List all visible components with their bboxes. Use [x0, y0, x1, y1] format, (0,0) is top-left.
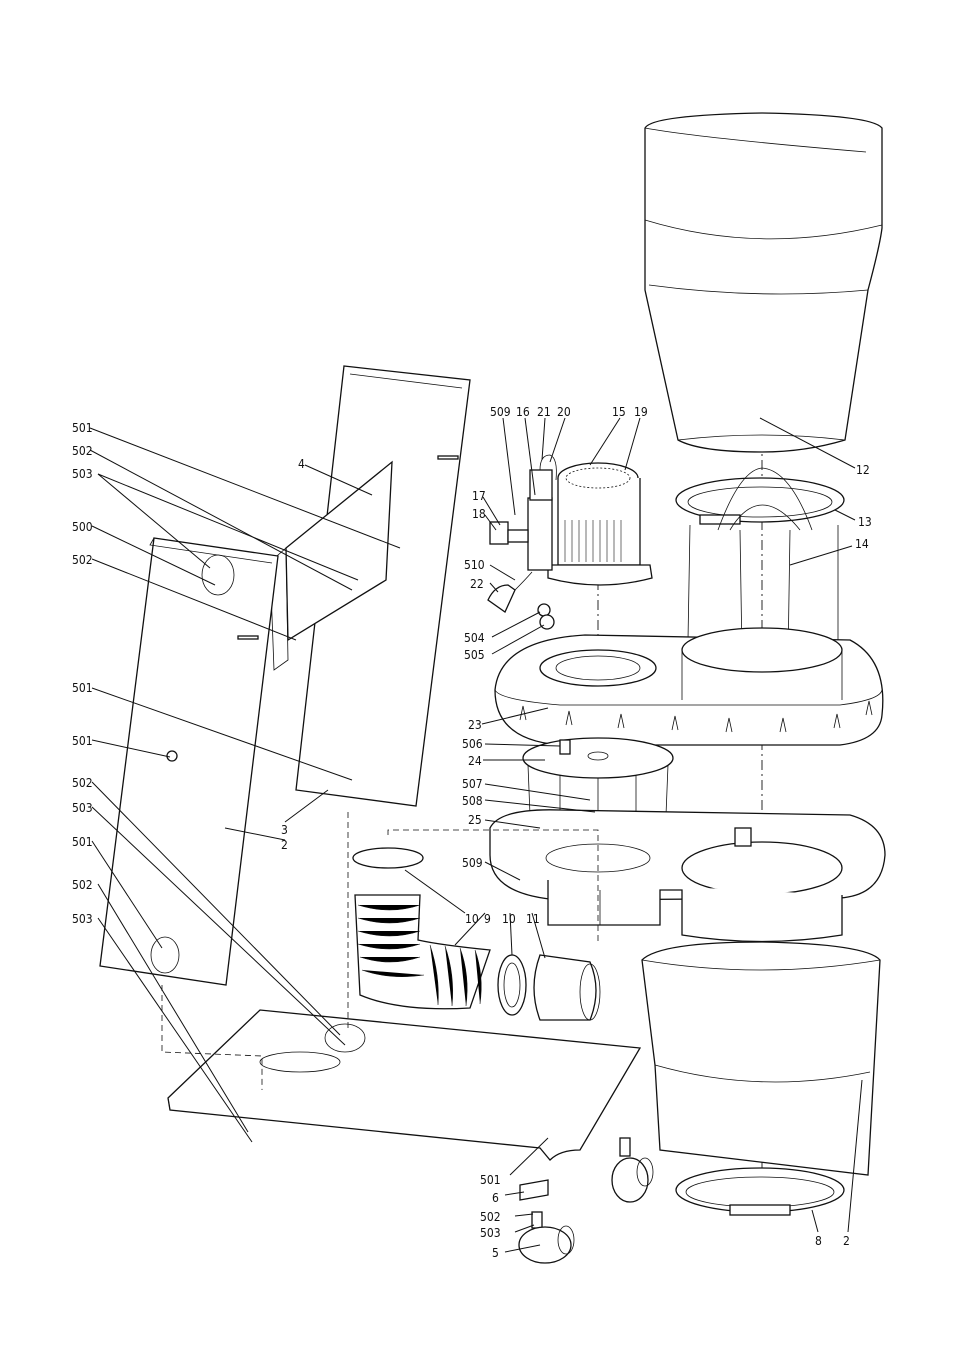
hose-adapter-11: [534, 955, 600, 1020]
callout-509-bottom: 509: [462, 856, 483, 870]
callout-13: 13: [858, 515, 872, 529]
callout-12: 12: [856, 463, 870, 477]
caster-rear: [612, 1138, 653, 1202]
callout-510: 510: [464, 558, 485, 572]
callout-509-top: 509: [490, 405, 511, 419]
callout-502-e: 502: [480, 1210, 501, 1224]
fan-housing-top-23: [495, 628, 883, 745]
flexible-hose-9: [353, 848, 490, 1009]
side-panel-upper: [270, 366, 470, 806]
callout-503-d: 503: [480, 1226, 501, 1240]
callout-503-c: 503: [72, 912, 93, 926]
callout-6: 6: [492, 1191, 499, 1205]
callout-508: 508: [462, 794, 483, 808]
callout-24: 24: [468, 754, 482, 768]
callout-501-a: 501: [72, 421, 93, 435]
callout-503-a: 503: [72, 467, 93, 481]
callout-3: 3: [281, 823, 288, 837]
callout-21: 21: [537, 405, 551, 419]
callout-502-a: 502: [72, 444, 93, 458]
callout-503-b: 503: [72, 801, 93, 815]
band-clamp-8: [676, 1168, 844, 1215]
callout-18: 18: [472, 507, 486, 521]
callout-10-b: 10: [502, 912, 516, 926]
callout-25: 25: [468, 813, 482, 827]
callout-9: 9: [484, 912, 491, 926]
callout-2-bag: 2: [843, 1234, 850, 1248]
callout-501-e: 501: [480, 1173, 501, 1187]
callout-20: 20: [557, 405, 571, 419]
callout-15: 15: [612, 405, 626, 419]
motor-assembly: [488, 455, 652, 629]
base-plate: [168, 1010, 640, 1160]
callout-23: 23: [468, 718, 482, 732]
callout-11: 11: [526, 912, 540, 926]
caster-front: [519, 1180, 574, 1263]
callout-4: 4: [298, 457, 305, 471]
callout-8: 8: [815, 1234, 822, 1248]
callout-19: 19: [634, 405, 648, 419]
lower-bag-2: [642, 942, 880, 1175]
callout-10-a: 10: [465, 912, 479, 926]
callout-505: 505: [464, 648, 485, 662]
callout-504: 504: [464, 631, 485, 645]
callout-502-c: 502: [72, 776, 93, 790]
callout-501-d: 501: [72, 835, 93, 849]
callout-5: 5: [492, 1246, 499, 1260]
callout-500: 500: [72, 520, 93, 534]
callout-502-b: 502: [72, 553, 93, 567]
callout-14: 14: [855, 537, 869, 551]
callout-22: 22: [470, 577, 484, 591]
fan-housing-bottom-25: [490, 810, 885, 942]
callout-16: 16: [516, 405, 530, 419]
callout-17: 17: [472, 489, 486, 503]
upper-filter-bag: [645, 113, 882, 452]
callout-502-d: 502: [72, 878, 93, 892]
callout-2-panel: 2: [281, 838, 288, 852]
front-panel: [100, 538, 278, 985]
callout-507: 507: [462, 777, 483, 791]
callout-501-c: 501: [72, 734, 93, 748]
callout-501-b: 501: [72, 681, 93, 695]
callout-506: 506: [462, 737, 483, 751]
hose-clamp-10: [498, 955, 526, 1015]
clamp-ring-13: [676, 478, 844, 524]
